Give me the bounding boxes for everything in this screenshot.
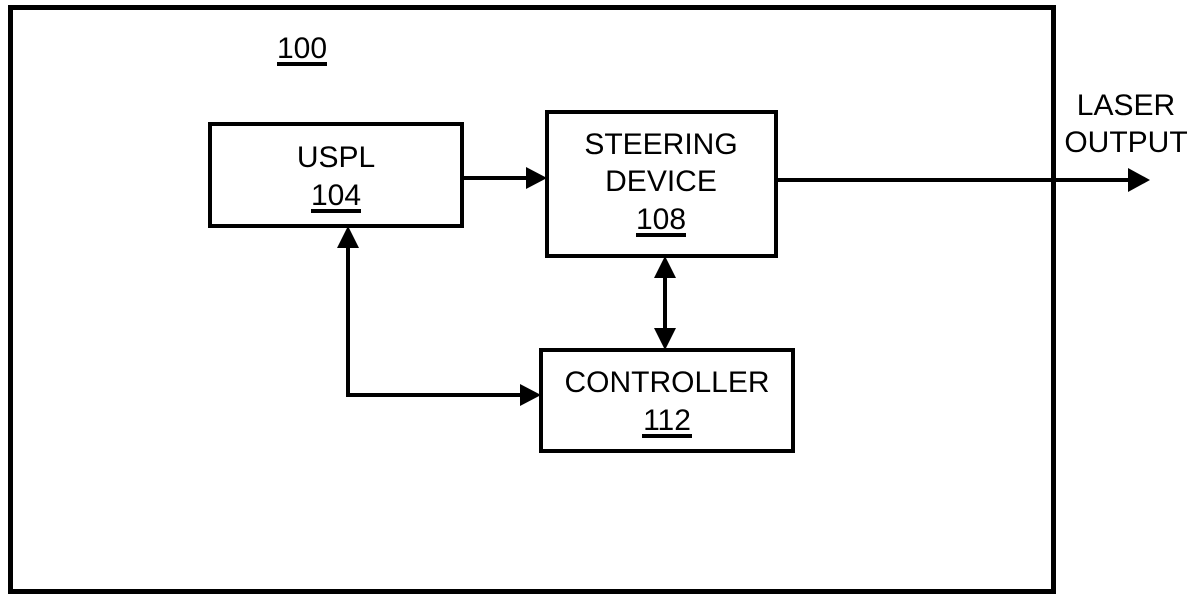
controller-block-label: CONTROLLER <box>564 366 769 399</box>
steering-device-label-line1: STEERING <box>584 128 737 161</box>
steering-device-reference: 108 <box>636 203 686 236</box>
system-boundary-frame <box>8 5 1056 594</box>
laser-output-arrowhead <box>1128 168 1150 192</box>
figure-reference-numeral: 100 <box>277 32 327 65</box>
steering-controller-bidirectional-arrow <box>654 256 676 350</box>
steering-controller-arrowhead-down <box>654 328 676 350</box>
uspl-block[interactable]: USPL 104 <box>208 122 464 228</box>
uspl-to-steering-arrow <box>462 167 547 189</box>
feedback-arrowhead-into-uspl <box>337 226 359 248</box>
uspl-to-steering-arrowhead <box>526 167 547 189</box>
controller-to-uspl-feedback-arrow <box>337 226 541 406</box>
uspl-block-rect[interactable] <box>208 122 464 228</box>
uspl-block-label: USPL <box>297 141 375 174</box>
uspl-block-reference: 104 <box>311 179 361 212</box>
steering-controller-arrowhead-up <box>654 256 676 278</box>
steering-device-block[interactable]: STEERING DEVICE 108 <box>545 110 778 258</box>
steering-device-label-line2: DEVICE <box>605 165 717 198</box>
feedback-arrowhead-into-controller <box>520 384 541 406</box>
controller-block-reference: 112 <box>643 404 691 437</box>
feedback-path-line <box>346 240 526 397</box>
steering-device-block-rect[interactable] <box>545 110 778 258</box>
laser-output-label-line2: OUTPUT <box>1064 126 1187 159</box>
steering-to-laser-output-arrow <box>776 168 1150 192</box>
laser-output-label: LASER OUTPUT <box>1064 89 1187 159</box>
laser-output-label-line1: LASER <box>1077 89 1175 122</box>
controller-block[interactable]: CONTROLLER 112 <box>539 348 795 453</box>
